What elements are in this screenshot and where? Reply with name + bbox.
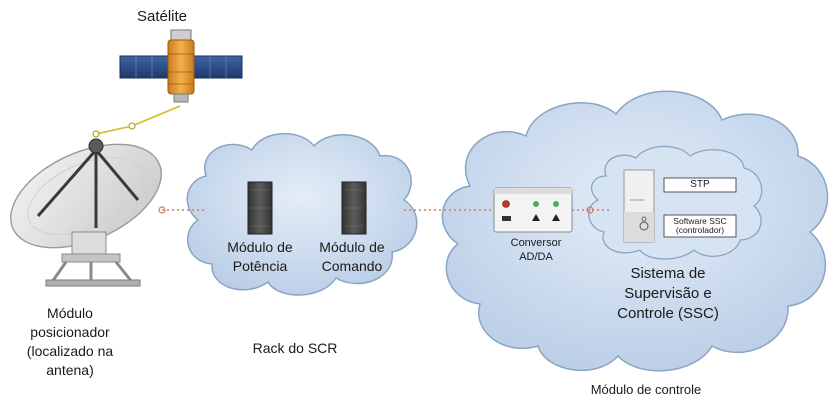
software-ssc-label-line: (controlador) bbox=[675, 225, 725, 235]
satellite-uplink bbox=[92, 105, 181, 138]
command-module-label-line: Comando bbox=[321, 258, 383, 274]
ssc-label-line: Controle (SSC) bbox=[617, 305, 719, 322]
satellite-icon bbox=[119, 29, 243, 103]
ssc-label: Sistema de Supervisão e Controle (SSC) bbox=[584, 264, 752, 324]
converter-label-line: AD/DA bbox=[519, 251, 553, 263]
positioner-label: Módulo posicionador (localizado na anten… bbox=[0, 304, 140, 380]
software-ssc-label: Software SSC (controlador) bbox=[664, 217, 736, 235]
positioner-label-line: antena) bbox=[46, 362, 94, 378]
ssc-label-line: Sistema de bbox=[630, 265, 706, 282]
converter-label-line: Conversor bbox=[510, 237, 562, 249]
command-module-unit bbox=[341, 181, 367, 235]
ssc-cloud bbox=[588, 145, 763, 260]
stp-label: STP bbox=[690, 179, 710, 190]
converter-label: Conversor AD/DA bbox=[486, 236, 586, 264]
satellite-label: Satélite bbox=[136, 8, 188, 25]
power-module-label: Módulo de Potência bbox=[216, 238, 304, 276]
command-module-label-line: Módulo de bbox=[319, 239, 385, 255]
positioner-label-line: posicionador bbox=[30, 324, 110, 340]
antenna-dish-icon bbox=[10, 138, 162, 287]
stp-box bbox=[663, 177, 737, 193]
positioner-label-line: (localizado na bbox=[26, 343, 114, 359]
power-module-label-line: Potência bbox=[232, 258, 288, 274]
rack-cloud bbox=[186, 133, 418, 296]
power-module-label-line: Módulo de bbox=[227, 239, 293, 255]
positioner-label-line: Módulo bbox=[47, 305, 93, 321]
ssc-label-line: Supervisão e bbox=[624, 285, 712, 302]
control-module-label: Módulo de controle bbox=[590, 382, 702, 397]
connection-links bbox=[158, 206, 610, 214]
power-module-unit bbox=[247, 181, 273, 235]
software-ssc-box bbox=[663, 214, 737, 238]
software-ssc-label-line: Software SSC bbox=[673, 216, 727, 226]
rack-label: Rack do SCR bbox=[252, 340, 338, 356]
converter-device-icon bbox=[493, 187, 573, 233]
command-module-label: Módulo de Comando bbox=[306, 238, 398, 276]
ssc-computer-icon bbox=[623, 169, 655, 243]
